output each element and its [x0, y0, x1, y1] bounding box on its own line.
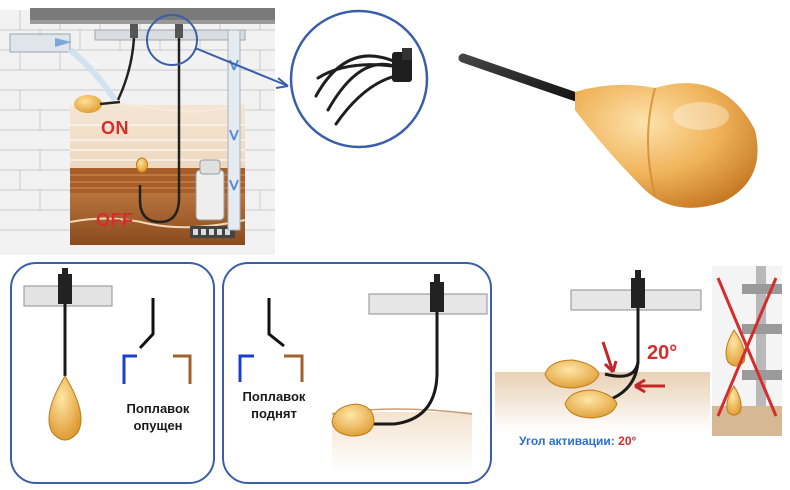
float-lowered-panel: Поплавок опущен: [10, 262, 215, 484]
float-raised-illustration: [238, 274, 488, 472]
activation-angle-value: 20°: [647, 342, 678, 364]
float-lowered-caption: Поплавок опущен: [112, 400, 204, 434]
activation-angle-caption: Угол активации: 20°: [519, 434, 636, 448]
clamp-detail-circle: [288, 8, 430, 150]
off-level-label: OFF: [96, 210, 134, 230]
on-level-label: ON: [101, 118, 129, 138]
cable-tie-clamp: [289, 9, 429, 149]
incorrect-installation-illustration: [712, 266, 782, 436]
float-switch-image: [458, 53, 758, 208]
float-lowered-caption-line2: опущен: [133, 418, 183, 433]
activation-angle-diagram: 20° Угол активации: 20°: [495, 262, 710, 484]
float-raised-panel: Поплавок поднят: [222, 262, 492, 484]
float-raised-caption-line2: поднят: [251, 406, 297, 421]
activation-angle-caption-value: 20°: [618, 434, 637, 448]
float-lowered-caption-line1: Поплавок: [126, 401, 190, 416]
tank-diagram: ON OFF: [0, 0, 275, 255]
float-raised-caption-line1: Поплавок: [242, 389, 306, 404]
incorrect-installation-image: [712, 266, 782, 436]
zoom-connector: [194, 47, 289, 89]
float-lowered-illustration: [23, 268, 192, 441]
float-switch-photo: [455, 40, 775, 210]
activation-angle-caption-label: Угол активации:: [519, 434, 615, 448]
activation-angle-illustration: [495, 270, 710, 432]
tank-illustration: [0, 8, 275, 255]
float-raised-caption: Поплавок поднят: [228, 388, 320, 422]
